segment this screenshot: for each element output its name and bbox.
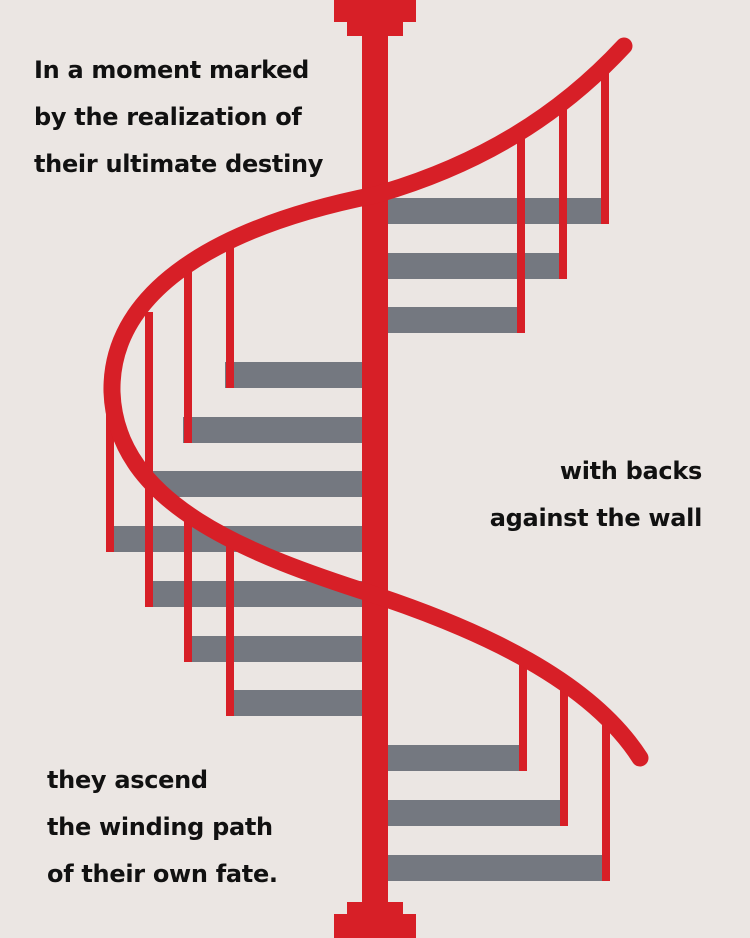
stair-step <box>388 253 561 279</box>
caption-line: against the wall <box>489 504 703 532</box>
caption-line: by the realization of <box>34 103 302 131</box>
baluster <box>184 512 192 662</box>
upper-right-steps <box>388 198 603 333</box>
handrail <box>103 37 649 767</box>
baluster <box>519 664 527 771</box>
central-pole <box>334 0 416 938</box>
stair-step <box>183 417 363 443</box>
stair-step <box>388 800 568 826</box>
baluster <box>226 246 234 388</box>
stair-step <box>388 745 526 771</box>
pole-shaft <box>362 30 388 910</box>
caption-line: their ultimate destiny <box>34 150 324 178</box>
pole-top-cap <box>334 0 416 22</box>
lower-balusters <box>519 664 610 881</box>
caption-middle: with backs against the wall <box>470 448 703 542</box>
stair-step <box>388 198 603 224</box>
caption-line: they ascend <box>47 766 208 794</box>
stair-step <box>388 307 519 333</box>
pole-top-collar <box>347 22 403 36</box>
caption-line: with backs <box>559 457 702 485</box>
baluster <box>517 136 525 333</box>
stair-step <box>225 362 363 388</box>
baluster <box>559 104 567 279</box>
lower-right-steps <box>388 745 610 881</box>
baluster <box>602 722 610 881</box>
left-upper-balusters <box>106 246 234 552</box>
baluster <box>106 395 114 552</box>
stair-step <box>150 471 363 497</box>
stair-step <box>232 690 363 716</box>
stair-step <box>190 636 363 662</box>
upper-balusters <box>517 68 609 333</box>
baluster <box>601 68 609 224</box>
left-lower-balusters <box>145 458 234 716</box>
caption-line: the winding path <box>47 813 273 841</box>
caption-top: In a moment marked by the realization of… <box>34 47 323 188</box>
caption-bottom: they ascend the winding path of their ow… <box>47 757 278 898</box>
caption-line: of their own fate. <box>47 860 278 888</box>
caption-line: In a moment marked <box>34 56 310 84</box>
pole-bottom-collar <box>347 902 403 916</box>
baluster <box>145 312 153 497</box>
baluster <box>560 688 568 826</box>
baluster <box>145 458 153 607</box>
baluster <box>184 270 192 443</box>
stair-step <box>388 855 610 881</box>
baluster <box>226 538 234 716</box>
pole-bottom-cap <box>334 914 416 938</box>
